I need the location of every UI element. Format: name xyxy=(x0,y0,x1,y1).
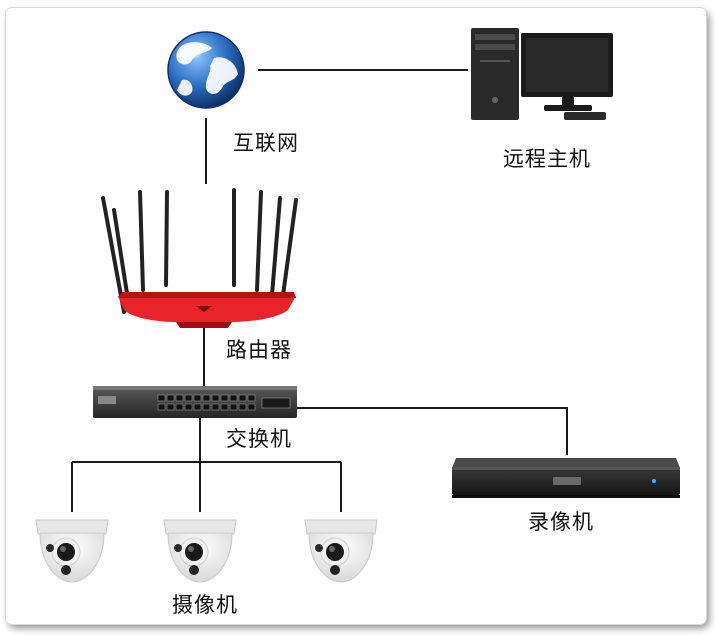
network-switch-icon xyxy=(93,386,297,418)
link-switch-nvr xyxy=(294,407,568,455)
camera-3 xyxy=(304,519,378,583)
globe-icon xyxy=(167,31,245,109)
router-label: 路由器 xyxy=(226,338,292,362)
wifi-router-icon xyxy=(101,188,298,328)
switch-label: 交换机 xyxy=(226,427,292,451)
camera-1 xyxy=(35,519,109,583)
camera-2 xyxy=(163,519,237,583)
nvr-label: 录像机 xyxy=(528,510,594,534)
video-recorder-icon xyxy=(452,458,680,498)
cameras-label: 摄像机 xyxy=(172,593,238,617)
remote-host-label: 远程主机 xyxy=(503,147,591,171)
dome-camera-icon xyxy=(35,519,378,583)
desktop-computer-icon xyxy=(471,28,613,120)
connection-lines xyxy=(71,69,568,512)
internet-label: 互联网 xyxy=(233,131,299,155)
